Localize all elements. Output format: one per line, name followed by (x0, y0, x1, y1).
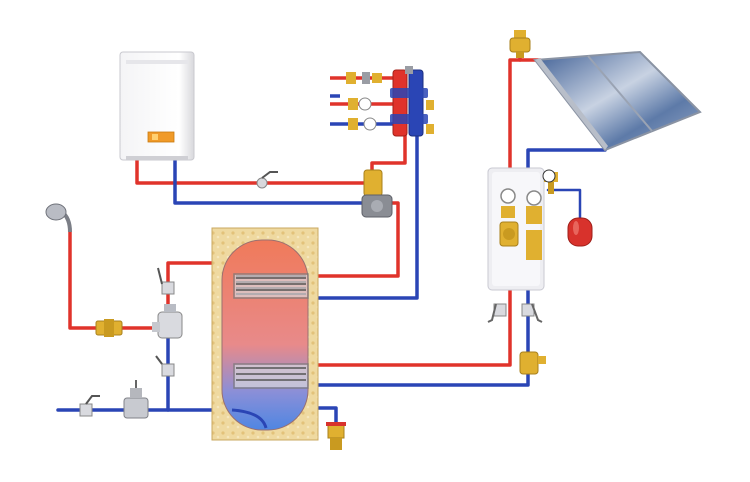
boiler-hot-pipe (135, 158, 374, 185)
cold-valve-icon (155, 355, 175, 377)
inlet-valve-icon (79, 395, 100, 417)
dhw-valve-icon (157, 267, 175, 295)
solar-cold-pipe (306, 148, 607, 387)
solar-isolation-valves-icon (487, 303, 543, 323)
upper-coil-icon (233, 273, 309, 299)
cold-dip-tube (231, 408, 268, 429)
safety-valve-icon (326, 422, 346, 450)
thermostatic-mixing-valve-icon (152, 304, 183, 339)
boiler-cold-pipe (173, 158, 374, 205)
air-vent-icon (509, 30, 531, 58)
shower-pipe (68, 230, 162, 330)
coil-supply-pipe (306, 201, 400, 278)
coil-return-pipe (306, 133, 419, 300)
expansion-vessel-icon (567, 217, 593, 247)
pressure-gauge-icon (542, 169, 556, 183)
shower-head-icon (45, 203, 72, 233)
diverter-valve-icon (361, 169, 393, 218)
boiler-icon (119, 51, 195, 161)
solar-collector-icon (533, 50, 702, 152)
expansion-line (546, 188, 582, 220)
solar-pump-station-icon (487, 167, 558, 291)
pressure-reducer-icon (123, 380, 149, 419)
solar-check-valve-icon (519, 351, 546, 375)
boiler-valve-icon (256, 171, 278, 189)
lower-coil-icon (233, 363, 309, 389)
heating-manifold-icon (330, 66, 434, 137)
pipe-union-icon (95, 319, 123, 337)
storage-tank-icon (211, 227, 319, 441)
